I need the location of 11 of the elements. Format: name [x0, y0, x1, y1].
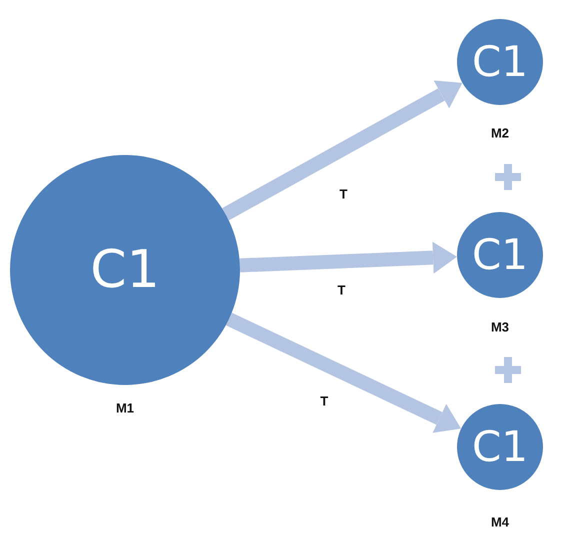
node-caption: M2 [490, 126, 510, 140]
node-label: C1 [472, 426, 528, 468]
node-caption: M4 [490, 514, 510, 530]
node-caption: M3 [490, 320, 510, 334]
node-label: C1 [472, 234, 528, 276]
arrow [222, 80, 462, 220]
node-label: C1 [472, 41, 528, 83]
arrow [240, 242, 458, 274]
node-label: C1 [90, 244, 160, 296]
node-caption: M1 [116, 400, 134, 416]
arrow [226, 312, 462, 433]
